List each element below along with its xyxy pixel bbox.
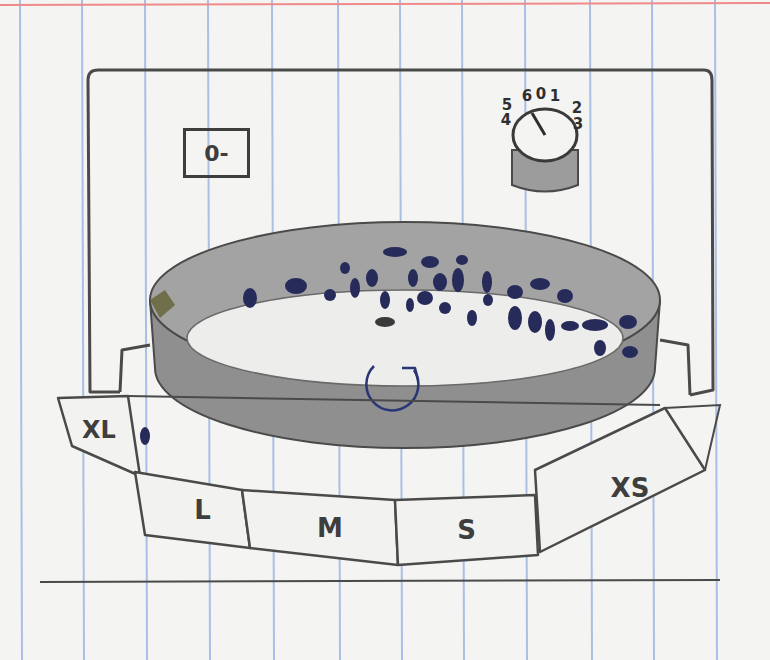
rotating-disk <box>150 222 660 448</box>
size-bin: M <box>242 490 398 565</box>
dial <box>512 109 578 192</box>
rotation-arrow <box>366 366 418 410</box>
display-box: 0- <box>183 128 250 178</box>
dial-number: 2 <box>572 99 582 117</box>
size-bin: XL <box>58 396 140 476</box>
margin-line <box>0 3 770 5</box>
size-bin: S <box>395 495 538 565</box>
bin-outline <box>135 472 250 548</box>
display-text: 0- <box>204 141 228 166</box>
beans <box>243 247 638 358</box>
size-bin: L <box>135 472 250 548</box>
dial-number: 6 <box>522 87 532 105</box>
dial-number: 3 <box>573 115 583 133</box>
machine-housing <box>40 70 720 582</box>
bin-label: S <box>457 515 476 545</box>
paper-lines <box>20 0 717 660</box>
dial-number: 1 <box>550 87 560 105</box>
bin-label: XS <box>611 473 650 503</box>
bin-label: M <box>317 513 343 543</box>
bin-label: L <box>194 495 211 525</box>
dial-number: 5 <box>502 96 512 114</box>
bin-label: XL <box>82 416 116 444</box>
dial-number: 0 <box>536 85 546 103</box>
size-bin: XS <box>535 408 705 552</box>
